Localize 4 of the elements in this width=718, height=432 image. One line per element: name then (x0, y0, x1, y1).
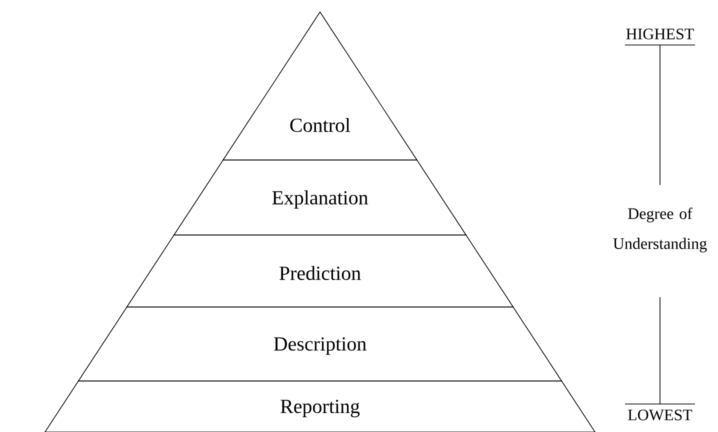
scale-label: LOWEST (628, 410, 692, 420)
scale-label: Degree of Understanding (613, 208, 707, 252)
pyramid-level: Prediction (126, 234, 514, 308)
scale-label: HIGHEST (626, 28, 694, 40)
